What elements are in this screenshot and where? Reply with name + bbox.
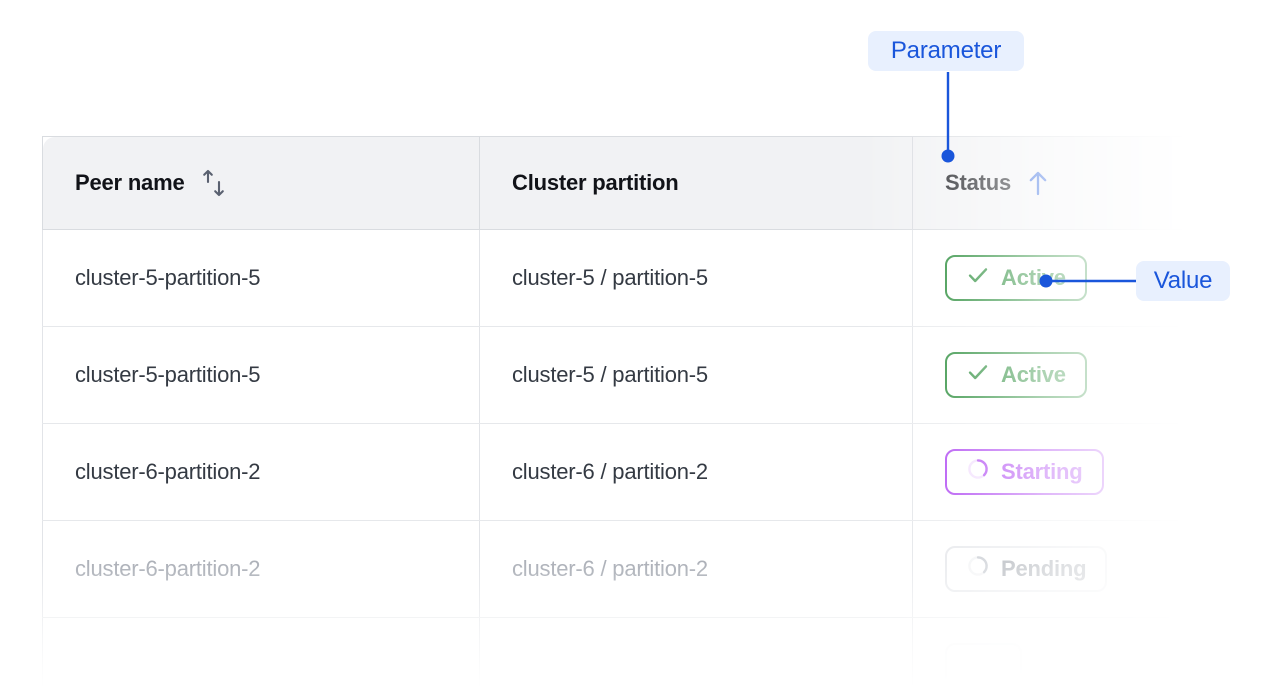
cell-status: Pending [912,520,1190,618]
sort-ascending-icon[interactable] [1027,170,1049,196]
table-row[interactable]: cluster-5-partition-5 cluster-5 / partit… [42,229,1190,327]
status-badge: Pending [945,546,1108,592]
table-row[interactable]: cluster-6-partition-2 cluster-6 / partit… [42,520,1190,618]
cell-cluster-partition: cluster-6 / partition-2 [479,520,913,618]
cell-cluster-partition [479,617,913,688]
cell-status: Active [912,326,1190,424]
table-row[interactable]: cluster-6-partition-2 cluster-6 / partit… [42,423,1190,521]
column-header-peer-name-label: Peer name [75,170,185,195]
table-body: cluster-5-partition-5 cluster-5 / partit… [42,229,1190,688]
column-header-cluster-partition-label: Cluster partition [512,170,679,195]
column-header-peer-name[interactable]: Peer name [42,136,480,230]
column-header-cluster-partition[interactable]: Cluster partition [479,136,913,230]
cell-peer-name [42,617,480,688]
status-badge: Active [945,352,1087,398]
spinner-icon [966,554,990,584]
status-badge-label: Active [1001,362,1066,387]
status-badge [945,643,1022,688]
table-header-row: Peer name Cluster partition [42,136,1190,230]
status-badge-label: Starting [1001,459,1083,484]
spinner-icon [966,457,990,487]
column-header-status-label: Status [945,170,1012,195]
cell-peer-name: cluster-6-partition-2 [42,520,480,618]
check-icon [966,263,990,293]
cell-status: Starting [912,423,1190,521]
check-icon [966,360,990,390]
cell-peer-name: cluster-6-partition-2 [42,423,480,521]
annotation-value-badge: Value [1136,261,1230,301]
cell-cluster-partition: cluster-6 / partition-2 [479,423,913,521]
cell-cluster-partition: cluster-5 / partition-5 [479,326,913,424]
peers-table: Peer name Cluster partition [42,136,1190,688]
annotation-parameter-badge: Parameter [868,31,1024,71]
sort-both-icon[interactable] [201,168,227,198]
table-header: Peer name Cluster partition [42,136,1190,230]
cell-status [912,617,1190,688]
table-row[interactable]: cluster-5-partition-5 cluster-5 / partit… [42,326,1190,424]
status-badge-label: Pending [1001,556,1087,581]
peers-table-container: Peer name Cluster partition [42,136,1190,688]
status-badge-label: Active [1001,265,1066,290]
status-badge: Starting [945,449,1104,495]
table-row[interactable] [42,617,1190,688]
cell-cluster-partition: cluster-5 / partition-5 [479,229,913,327]
cell-peer-name: cluster-5-partition-5 [42,229,480,327]
cell-peer-name: cluster-5-partition-5 [42,326,480,424]
column-header-status[interactable]: Status [912,136,1190,230]
status-badge: Active [945,255,1087,301]
spinner-icon [966,651,990,681]
